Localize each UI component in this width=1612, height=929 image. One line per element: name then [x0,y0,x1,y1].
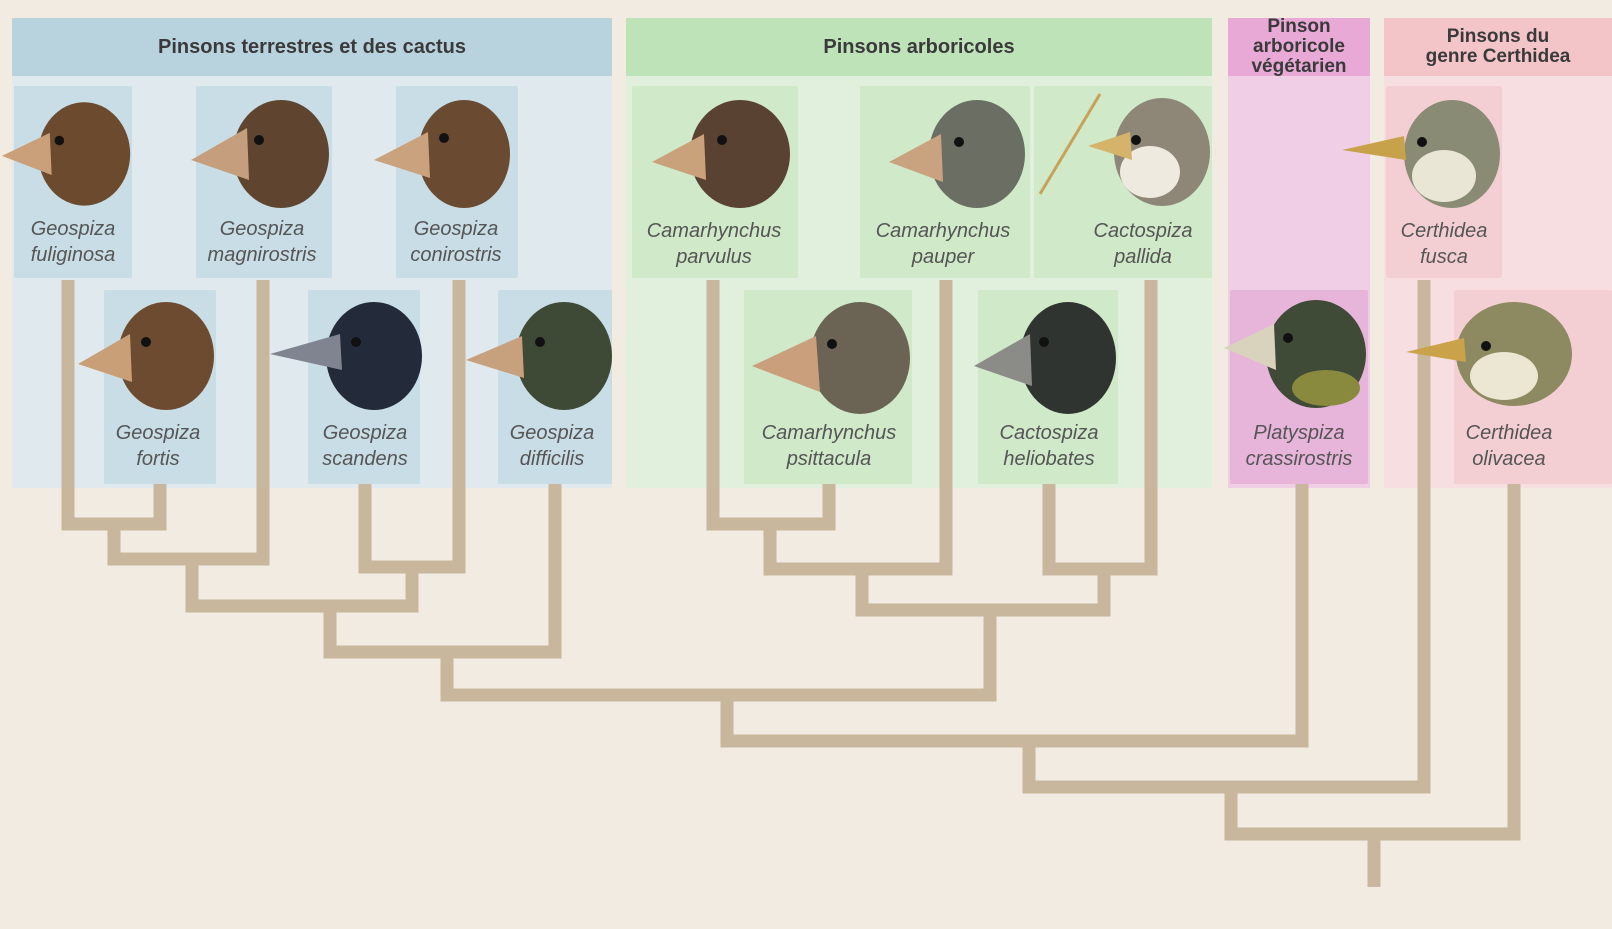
tree-group-header: Pinsons arboricoles [626,18,1212,76]
species-name: Geospiza fortis [98,420,218,472]
bird-head-brown-icon [646,96,798,208]
branch [862,569,1104,610]
branch [192,559,412,606]
bird-head-olive-icon [1222,296,1368,408]
bird-head-brown-icon [190,96,332,208]
branch [727,484,1302,741]
species-name: Geospiza difficilis [490,420,614,472]
branch [330,484,555,652]
species-name: Geospiza magnirostris [186,216,338,268]
species-name: Camarhynchus parvulus [628,218,800,270]
species-name: Platyspiza crassirostris [1226,420,1372,472]
species-name: Geospiza scandens [298,420,432,472]
branch [1231,484,1514,834]
vegetarian-group-header: Pinson arboricole végétarien [1228,18,1370,76]
species-name: Geospiza conirostris [388,216,524,268]
ground-cactus-group-header: Pinsons terrestres et des cactus [12,18,612,76]
species-name: Camarhynchus pauper [856,218,1030,270]
bird-head-brown-icon [76,298,216,410]
bird-head-brown-icon [0,96,134,208]
bird-head-pale-icon [1034,92,1212,208]
species-name: Geospiza fuliginosa [14,216,132,268]
bird-head-grey-icon [884,96,1030,208]
bird-head-olive-icon [464,298,612,410]
bird-head-dark-icon [972,300,1118,416]
species-name: Certhidea olivacea [1446,420,1572,472]
species-name: Cactospiza heliobates [978,420,1120,472]
species-name: Camarhynchus psittacula [740,420,918,472]
species-name: Cactospiza pallida [1068,218,1218,270]
species-name: Certhidea fusca [1384,218,1504,270]
bird-head-grey-icon [750,300,912,416]
bird-head-pale-icon [1340,96,1502,208]
ground-cactus-group-title: Pinsons terrestres et des cactus [158,37,466,58]
tree-group-title: Pinsons arboricoles [823,37,1014,58]
warbler-group-header: Pinsons du genre Certhidea [1384,18,1612,76]
bird-head-pale-icon [1404,300,1612,408]
warbler-group-title: Pinsons du genre Certhidea [1426,27,1571,67]
branch [447,610,990,695]
bird-head-dark-icon [270,298,422,410]
vegetarian-group-title: Pinson arboricole végétarien [1251,17,1346,77]
bird-head-brown-icon [366,96,518,208]
